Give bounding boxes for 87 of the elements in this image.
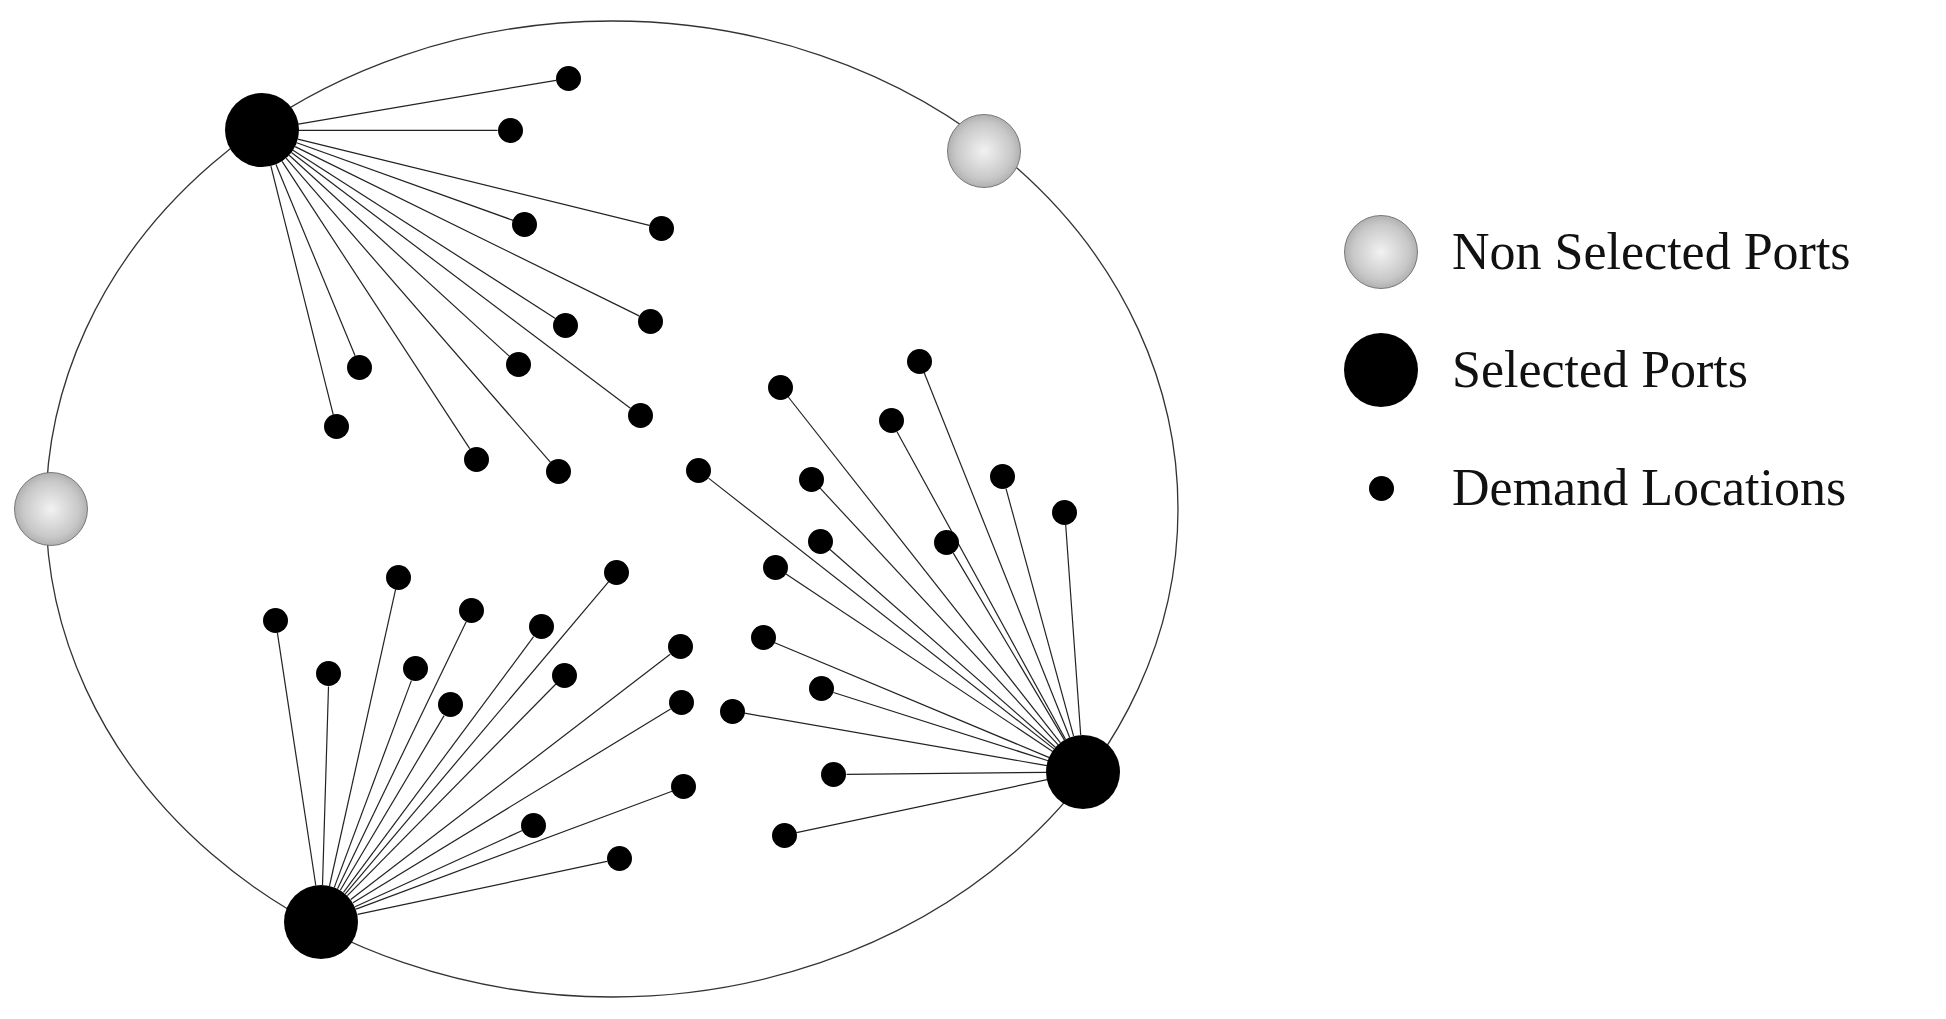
demand-dot <box>403 656 429 682</box>
connection-line <box>342 636 535 893</box>
demand-dot <box>464 446 490 472</box>
legend-label: Selected Ports <box>1452 344 1749 396</box>
connection-line <box>276 632 317 887</box>
connection-line <box>270 165 334 416</box>
connection-line <box>292 149 556 319</box>
demand-dot <box>686 457 712 483</box>
demand-dot <box>506 352 532 378</box>
connection-line <box>952 552 1066 741</box>
demand-dot <box>263 608 288 633</box>
demand-dot <box>648 215 674 241</box>
demand-dot <box>821 761 847 787</box>
connection-line <box>336 621 467 890</box>
demand-dot <box>385 564 411 590</box>
connection-line <box>787 396 1062 744</box>
demand-dot <box>553 312 579 338</box>
demand-dot <box>459 598 485 624</box>
connection-line <box>774 642 1050 759</box>
connection-line <box>743 712 1048 767</box>
connection-line <box>333 680 412 888</box>
demand-dot <box>606 846 632 872</box>
demand-dot <box>604 559 630 585</box>
demand-dot <box>907 348 933 374</box>
demand-dot <box>521 812 547 838</box>
legend-label: Demand Locations <box>1452 462 1847 514</box>
connection-line <box>344 581 610 895</box>
demand-dot <box>934 529 960 555</box>
connection-line <box>350 653 671 901</box>
demand-dot <box>809 676 835 702</box>
connection-line <box>832 691 1049 762</box>
demand-dot <box>323 414 349 440</box>
demand-dot <box>316 661 342 687</box>
connection-line <box>294 146 640 317</box>
connection-line <box>1005 488 1075 737</box>
demand-dot <box>763 554 789 580</box>
demand-dot <box>512 212 538 238</box>
demand-dot <box>990 464 1016 490</box>
connection-line <box>707 477 1055 750</box>
demand-dot <box>545 459 571 485</box>
demand-dot <box>637 308 663 334</box>
demand-dot <box>667 634 693 660</box>
demand-dot <box>799 466 825 492</box>
connection-line <box>346 683 557 897</box>
connection-line <box>896 431 1067 741</box>
connection-line <box>275 163 356 357</box>
demand-dot <box>771 822 797 848</box>
demand-dot <box>347 354 373 380</box>
connection-line <box>785 573 1054 752</box>
connection-line <box>829 548 1057 749</box>
connection-line <box>339 715 445 891</box>
demand-dot <box>627 403 653 429</box>
demand-dot <box>1052 500 1078 526</box>
demand-dot <box>497 117 523 143</box>
demand-dot <box>750 625 776 651</box>
demand-dot <box>768 374 794 400</box>
connection-line <box>288 154 511 357</box>
legend-label: Non Selected Ports <box>1452 226 1851 278</box>
selected-port-dot <box>1046 734 1121 809</box>
connection-line <box>819 487 1059 746</box>
connection-line <box>296 142 514 221</box>
connection-line <box>328 588 397 887</box>
demand-dot <box>437 692 463 718</box>
connection-line <box>923 372 1071 739</box>
demand-dot <box>878 408 904 434</box>
connection-line <box>298 129 499 131</box>
demand-dot <box>528 614 554 640</box>
connection-line <box>285 157 551 463</box>
demand-dot <box>555 65 581 91</box>
connection-line <box>357 860 608 915</box>
demand-dot <box>807 528 833 554</box>
connection-line <box>795 779 1048 834</box>
connection-line <box>352 708 672 904</box>
demand-dot <box>671 774 697 800</box>
demand-dot <box>668 689 694 715</box>
selected-port-dot <box>224 93 299 168</box>
connection-line <box>297 138 650 226</box>
connection-line <box>845 771 1047 775</box>
demand-dot <box>719 698 745 724</box>
connection-line <box>281 160 471 450</box>
connection-line <box>355 790 673 910</box>
connection-line <box>1065 524 1082 736</box>
demand-dot <box>552 662 578 688</box>
connection-line <box>321 685 330 886</box>
connection-line <box>297 79 557 125</box>
connection-line <box>290 152 631 409</box>
connection-line <box>354 829 523 908</box>
